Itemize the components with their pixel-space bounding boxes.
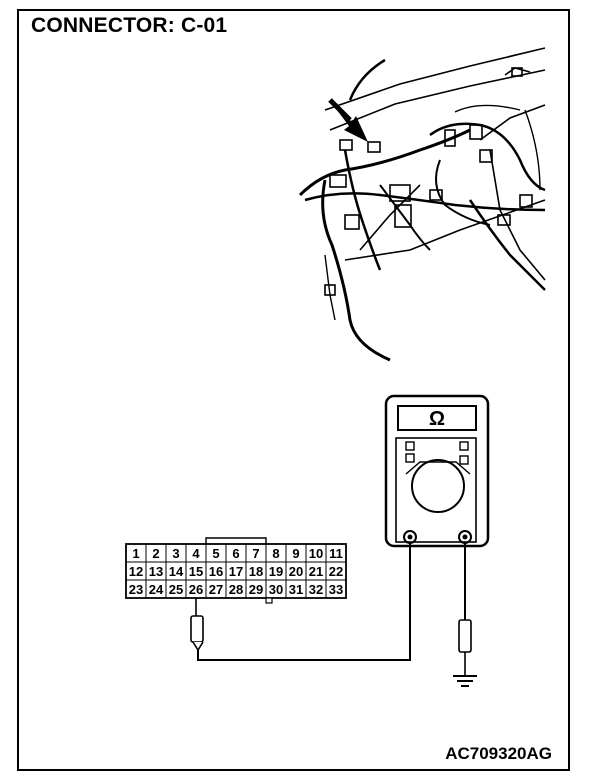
ohm-symbol: Ω (429, 408, 445, 430)
location-arrow (328, 98, 368, 142)
pin-label: 15 (189, 564, 203, 579)
pin-label: 18 (249, 564, 263, 579)
dashboard-harness-illustration (298, 47, 546, 362)
pin-label: 28 (229, 582, 243, 597)
pin-label: 1 (132, 546, 139, 561)
pin-label: 22 (329, 564, 343, 579)
pin-label: 32 (309, 582, 323, 597)
connector-title: CONNECTOR: C-01 (31, 14, 228, 37)
pin-label: 25 (169, 582, 183, 597)
pin-label: 29 (249, 582, 263, 597)
pin-label: 14 (169, 564, 184, 579)
pin-label: 6 (232, 546, 239, 561)
connector-key-tab (205, 537, 267, 544)
pin-label: 12 (129, 564, 143, 579)
pin-label: 21 (309, 564, 323, 579)
pin-label: 2 (152, 546, 159, 561)
ohmmeter (384, 394, 490, 548)
pin-label: 19 (269, 564, 283, 579)
figure-code: AC709320AG (445, 744, 552, 763)
pin-label: 3 (172, 546, 179, 561)
connector-probe (190, 590, 204, 652)
pin-label: 11 (329, 546, 343, 561)
pin-label: 23 (129, 582, 143, 597)
pin-label: 4 (192, 546, 200, 561)
pin-label: 20 (289, 564, 303, 579)
pin-label: 7 (252, 546, 259, 561)
pin-label: 16 (209, 564, 223, 579)
pin-label: 9 (292, 546, 299, 561)
diagram-frame (17, 9, 570, 771)
pin-label: 33 (329, 582, 343, 597)
connector-bottom-key (265, 597, 273, 604)
ground-icon (453, 675, 477, 687)
pin-label: 30 (269, 582, 283, 597)
ground-probe (458, 619, 472, 676)
positive-lead (197, 543, 411, 661)
pin-label: 27 (209, 582, 223, 597)
pin-label: 10 (309, 546, 323, 561)
pin-label: 24 (149, 582, 164, 597)
test-leads (197, 543, 466, 661)
pin-label: 13 (149, 564, 163, 579)
pin-label: 8 (272, 546, 279, 561)
pin-label: 5 (212, 546, 219, 561)
connector-pin-cell (325, 579, 347, 599)
pin-label: 17 (229, 564, 243, 579)
pin-label: 26 (189, 582, 203, 597)
pin-label: 31 (289, 582, 303, 597)
